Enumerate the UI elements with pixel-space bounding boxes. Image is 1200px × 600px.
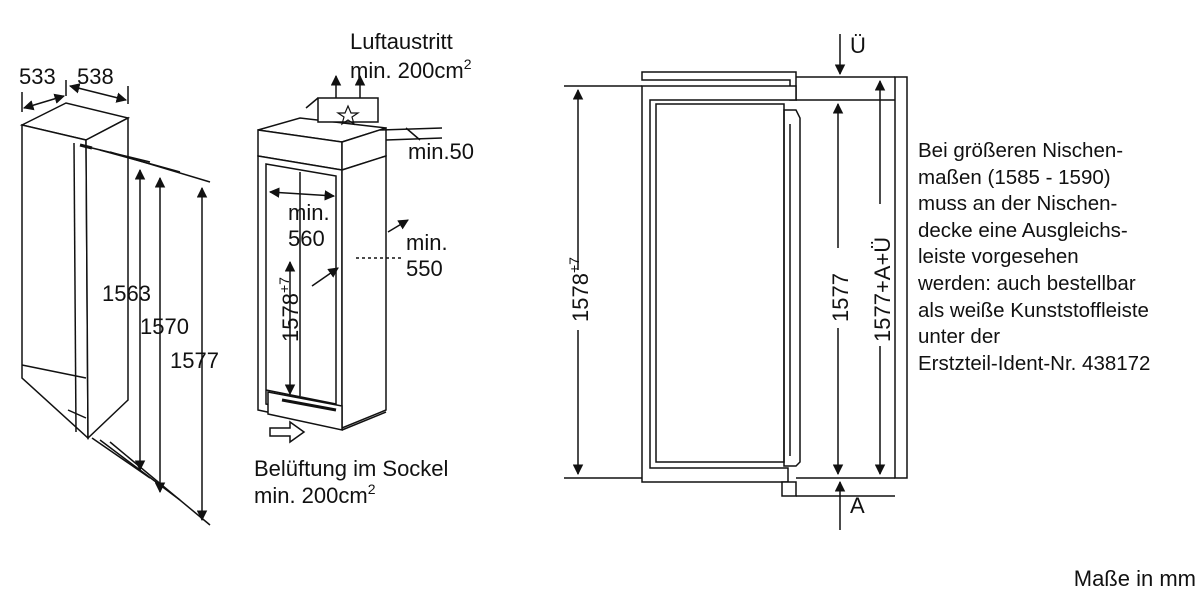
width-min-label: min. bbox=[288, 200, 330, 225]
bottom-marker-label: A bbox=[850, 493, 865, 518]
section-niche-height-label: 1578+7 bbox=[566, 257, 593, 322]
air-outlet-min-label: min. 200cm2 bbox=[350, 56, 472, 83]
side-section-drawing bbox=[564, 34, 908, 530]
air-outlet-sup: 2 bbox=[464, 56, 472, 72]
note-line: leiste vorgesehen bbox=[918, 245, 1079, 269]
height-door-label: 1570 bbox=[140, 314, 189, 339]
air-outlet-label: Luftaustritt bbox=[350, 29, 453, 54]
depth-door-label: 538 bbox=[77, 64, 114, 89]
note-line: decke eine Ausgleichs- bbox=[918, 218, 1128, 242]
ventilation-sup: 2 bbox=[368, 481, 376, 497]
note-line: Bei größeren Nischen- bbox=[918, 139, 1124, 162]
note-line: unter der bbox=[918, 325, 1001, 349]
units-label: Maße in mm bbox=[1073, 566, 1196, 591]
note-line: Erstzteil-Ident-Nr. 438172 bbox=[918, 351, 1151, 375]
air-outlet-min: min. 200cm bbox=[350, 58, 464, 83]
fridge-front-labels: 533 538 1563 1570 1577 bbox=[19, 64, 219, 373]
total-height-label: 1577+A+Ü bbox=[870, 237, 895, 342]
section-niche-height-base: 1578 bbox=[568, 273, 593, 322]
ventilation-min-label: min. 200cm2 bbox=[254, 481, 376, 508]
height-body-label: 1563 bbox=[102, 281, 151, 306]
installation-note: Bei größeren Nischen- maßen (1585 - 1590… bbox=[918, 138, 1198, 377]
niche-height-base: 1578 bbox=[278, 293, 303, 342]
depth-value-label: 550 bbox=[406, 256, 443, 281]
note-line: werden: auch bestellbar bbox=[918, 271, 1136, 295]
niche-height-sup: +7 bbox=[276, 277, 292, 293]
inner-height-label: 1577 bbox=[828, 273, 853, 322]
niche-height-label: 1578+7 bbox=[276, 277, 303, 342]
side-section-labels: 1578+7 1577 1577+A+Ü Ü A bbox=[566, 33, 895, 518]
section-niche-height-sup: +7 bbox=[566, 257, 582, 273]
niche-drawing bbox=[257, 74, 443, 444]
ventilation-label: Belüftung im Sockel bbox=[254, 456, 448, 481]
top-marker-label: Ü bbox=[850, 33, 866, 58]
width-value-label: 560 bbox=[288, 226, 325, 251]
ventilation-min: min. 200cm bbox=[254, 483, 368, 508]
depth-body-label: 533 bbox=[19, 64, 56, 89]
depth-min-label: min. bbox=[406, 230, 448, 255]
niche-labels: Luftaustritt min. 200cm2 min.50 min. 560… bbox=[254, 29, 474, 508]
note-line: maßen (1585 - 1590) bbox=[918, 165, 1111, 189]
note-line: muss an der Nischen- bbox=[918, 192, 1118, 216]
fridge-front-drawing bbox=[19, 80, 211, 526]
note-line: als weiße Kunststoffleiste bbox=[918, 298, 1149, 322]
top-gap-label: min.50 bbox=[408, 139, 474, 164]
height-total-label: 1577 bbox=[170, 348, 219, 373]
